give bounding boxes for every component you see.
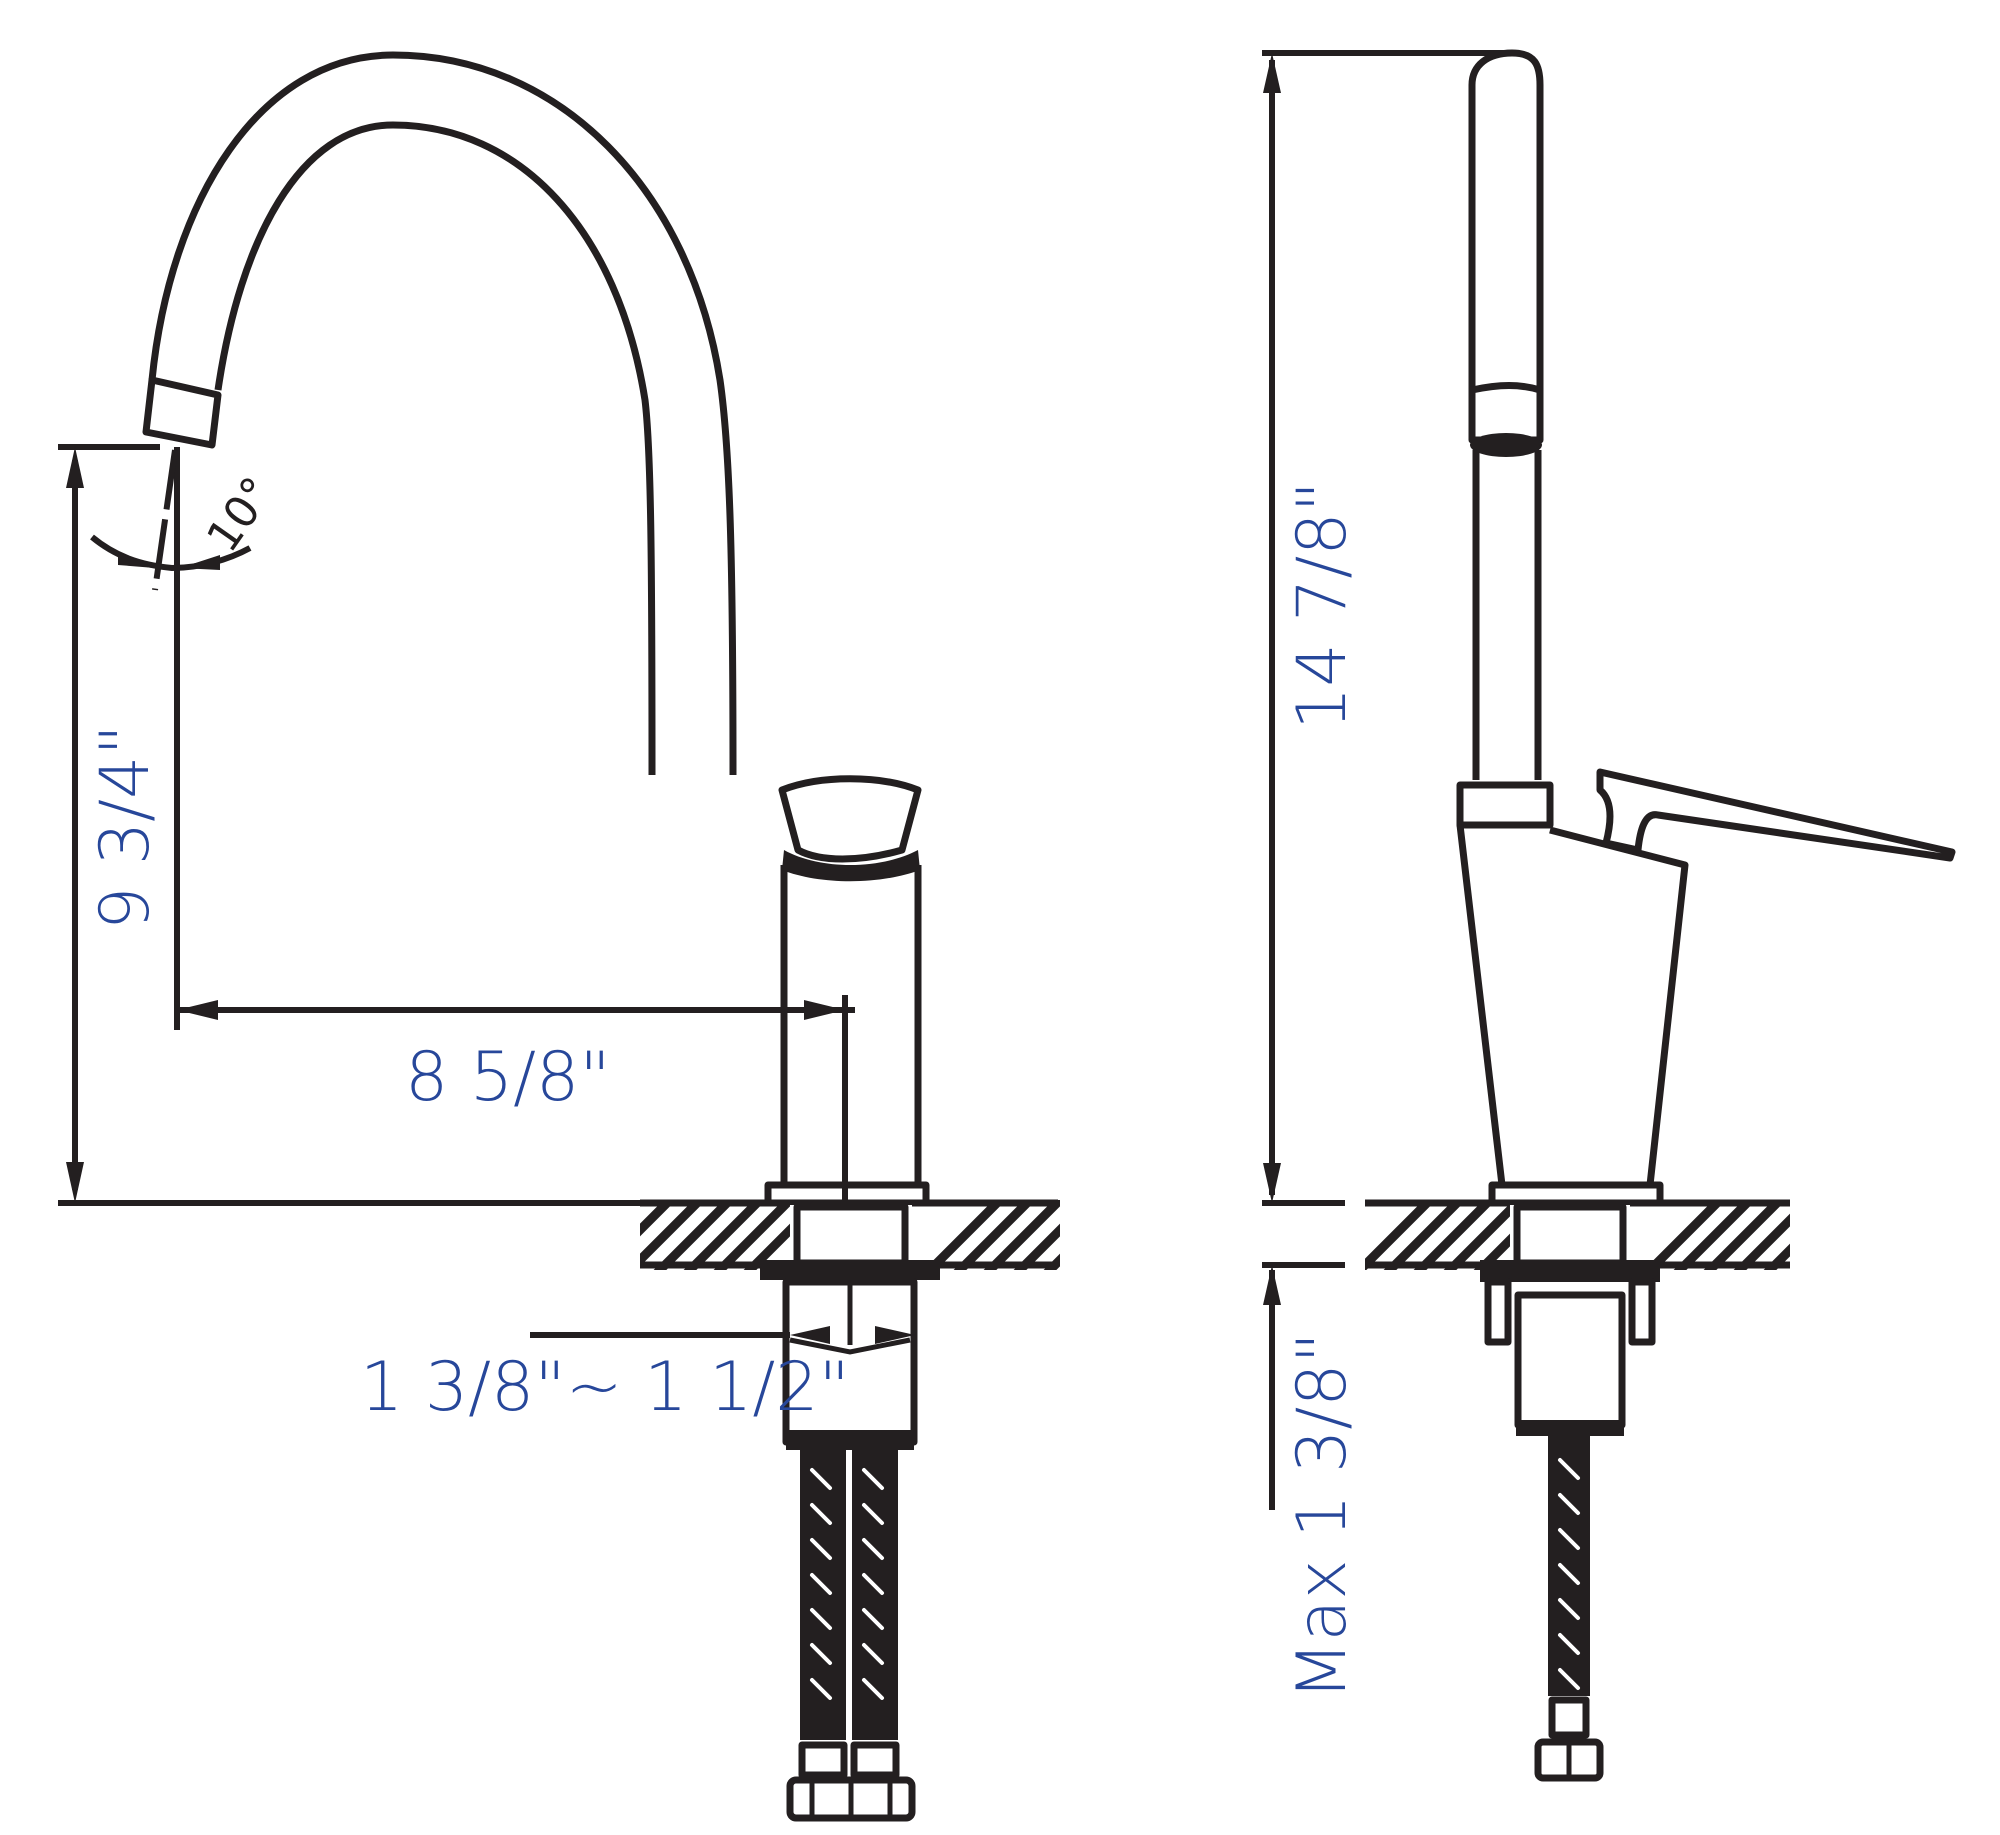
front-mounting-hardware [782, 1278, 918, 1450]
mounting-hole-label: 1 3/8"~ 1 1/2" [360, 1348, 850, 1427]
front-view: 10° [58, 51, 1060, 1822]
spout-height-label: 9 3/4" [86, 724, 165, 930]
dimension-mounting-hole: 1 3/8"~ 1 1/2" [360, 1326, 915, 1427]
front-deck-section [640, 1199, 1060, 1280]
spout-reach-label: 8 5/8" [405, 1038, 611, 1117]
side-handle-lever[interactable] [1596, 768, 1956, 862]
side-mounting-hardware [1484, 1278, 1656, 1436]
side-spout [1468, 49, 1544, 780]
side-deck-section [1365, 1199, 1790, 1282]
side-supply-hose [1534, 1436, 1604, 1782]
hatch-pattern [640, 1200, 1060, 1270]
dimension-overall-height: 14 7/8" [1262, 50, 1512, 1206]
spray-angle-label: 10° [197, 468, 284, 561]
side-body [1456, 781, 1689, 1189]
dimension-max-deck-thickness: Max 1 3/8" [1262, 1262, 1362, 1700]
dimension-spout-height: 9 3/4" [58, 444, 640, 1206]
front-supply-hoses [786, 1450, 916, 1822]
spout [142, 51, 737, 776]
dimension-spout-reach: 8 5/8" [177, 995, 855, 1200]
overall-height-label: 14 7/8" [1283, 481, 1362, 730]
side-view: 14 7/8" Max 1 3/8" [1262, 49, 1956, 1782]
max-deck-thickness-label: Max 1 3/8" [1283, 1332, 1362, 1700]
